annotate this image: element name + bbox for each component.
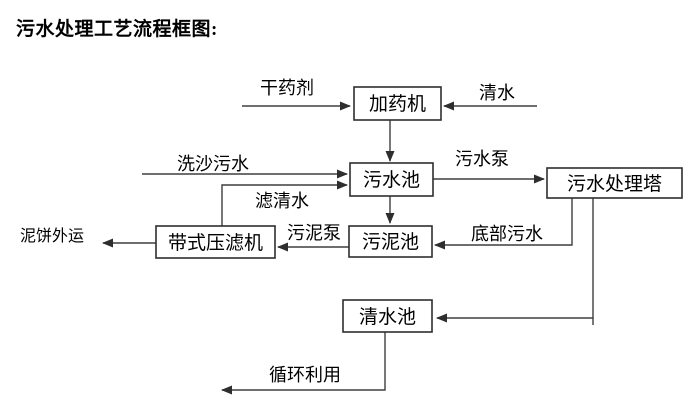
node-treatment-tower: 污水处理塔 (546, 167, 683, 199)
edge-treatment-tower-to-clean-water-pool (436, 198, 594, 323)
flow-label-sewage-pump: 污水泵 (455, 149, 509, 169)
node-box-sewage-pool (349, 162, 434, 197)
edge-clean-water-pool-to-recycle (221, 332, 386, 395)
node-label-clean-water-pool: 清水池 (359, 306, 416, 328)
node-box-belt-filter-press (155, 225, 276, 259)
node-label-dosing-machine: 加药机 (369, 93, 426, 115)
flow-label-filtered-water: 滤清水 (255, 191, 309, 211)
node-label-belt-filter-press: 带式压滤机 (168, 232, 263, 254)
flow-label-sand-wash-sewage: 洗沙污水 (177, 154, 249, 174)
flow-label-dry-chemical: 干药剂 (260, 78, 314, 98)
edge-bottom-sewage-to-sludge-pool (434, 198, 573, 250)
flow-label-sludge-pump: 污泥泵 (287, 223, 341, 243)
node-clean-water-pool: 清水池 (342, 299, 433, 333)
node-dosing-machine: 加药机 (353, 86, 442, 121)
node-box-sludge-pool (348, 225, 433, 258)
node-sludge-pool: 污泥池 (348, 225, 433, 258)
node-box-dosing-machine (353, 86, 442, 121)
node-box-clean-water-pool (342, 299, 433, 333)
node-belt-filter-press: 带式压滤机 (155, 225, 276, 259)
page-title: 污水处理工艺流程框图: (16, 19, 218, 40)
node-sewage-pool: 污水池 (349, 162, 434, 197)
node-label-treatment-tower: 污水处理塔 (567, 173, 662, 195)
flow-label-mud-cake-out: 泥饼外运 (20, 227, 84, 245)
flow-label-bottom-sewage: 底部污水 (471, 224, 543, 244)
flow-label-recycle-use: 循环利用 (269, 365, 341, 385)
node-label-sewage-pool: 污水池 (363, 169, 420, 191)
node-label-sludge-pool: 污泥池 (362, 231, 419, 253)
edge-filtered-water-to-sewage-pool (221, 180, 348, 226)
node-box-treatment-tower (546, 167, 683, 199)
flow-label-clean-water: 清水 (479, 83, 515, 103)
